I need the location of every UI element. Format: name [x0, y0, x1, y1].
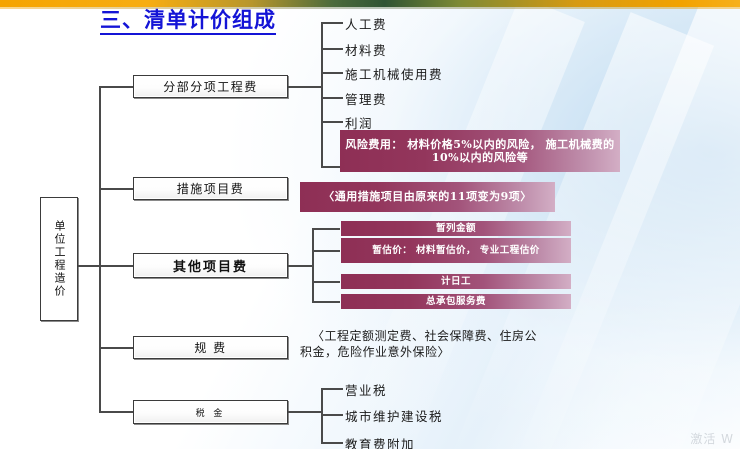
windows-activation-watermark: 激活 W [690, 432, 734, 446]
connector-fenbu-leaf-5 [321, 121, 343, 123]
connector-fenbu-leaf-3 [321, 72, 343, 74]
connector-fenbu-risk [321, 166, 343, 168]
connector-fenbu-out [288, 86, 322, 88]
connector-shuijin-bus [321, 388, 323, 444]
connector-spine-to-cuoshi [99, 188, 134, 190]
branch-label: 其他项目费 [172, 260, 248, 275]
connector-shuijin-out [288, 411, 322, 413]
connector-shuijin-leaf-3 [321, 442, 343, 444]
connector-fenbu-leaf-1 [321, 22, 343, 24]
top-banner-shadow [0, 7, 740, 9]
connector-spine-to-qita [99, 265, 134, 267]
branch-box-cuoshi: 措施项目费 [133, 177, 288, 200]
branch-label: 措施项目费 [176, 182, 245, 196]
branch-box-fenbufenxiang: 分部分项工程费 [133, 75, 288, 98]
connector-shuijin-leaf-2 [321, 414, 343, 416]
qita-child-zanliejine: 暂列金额 [341, 221, 571, 236]
branch-label: 税 金 [195, 408, 226, 419]
callout-cuoshi-note: 〈通用措施项目由原来的11项变为9项〉 [300, 182, 555, 212]
branch-label: 分部分项工程费 [163, 80, 258, 94]
connector-qita-out [288, 265, 313, 267]
note-guifei: 〈工程定额测定费、社会保障费、住房公积金，危险作业意外保险〉 [300, 329, 538, 360]
leaf-cailiaofei: 材料费 [345, 43, 388, 58]
branch-box-qita: 其他项目费 [133, 253, 288, 278]
leaf-jixieshiyongfei: 施工机械使用费 [345, 67, 444, 82]
connector-shuijin-leaf-1 [321, 388, 343, 390]
connector-fenbu-bus [321, 22, 323, 167]
connector-spine-to-shuijin [99, 411, 134, 413]
root-node-label: 单位工程造价 [53, 220, 66, 298]
leaf-guanlifei: 管理费 [345, 92, 388, 107]
branch-box-shuijin: 税 金 [133, 400, 288, 424]
connector-qita-child-4 [312, 301, 340, 303]
leaf-renggongfei: 人工费 [345, 17, 388, 32]
top-banner [0, 0, 740, 7]
qita-child-jirigong: 计日工 [341, 274, 571, 289]
leaf-chengshiweihushui: 城市维护建设税 [345, 409, 444, 424]
leaf-yingyeshui: 营业税 [345, 383, 388, 398]
connector-fenbu-leaf-2 [321, 48, 343, 50]
connector-main-spine [99, 87, 101, 412]
connector-qita-bus [312, 228, 314, 301]
connector-spine-to-fenbu [99, 86, 134, 88]
connector-qita-child-2 [312, 250, 340, 252]
qita-child-zangujia: 暂估价： 材料暂估价， 专业工程估价 [341, 238, 571, 263]
leaf-lirun: 利润 [345, 116, 374, 131]
leaf-jiaoyufeifujia: 教育费附加 [345, 437, 416, 449]
connector-qita-child-1 [312, 228, 340, 230]
connector-fenbu-leaf-4 [321, 97, 343, 99]
branch-label: 规 费 [194, 341, 227, 355]
branch-box-guifei: 规 费 [133, 336, 288, 359]
qita-child-zongchengbao: 总承包服务费 [341, 294, 571, 309]
connector-spine-to-guifei [99, 347, 134, 349]
root-node-unit-project-cost: 单位工程造价 [40, 197, 78, 321]
callout-risk-fee: 风险费用： 材料价格5%以内的风险， 施工机械费的10%以内的风险等 [340, 130, 620, 172]
connector-qita-child-3 [312, 281, 340, 283]
connector-root-stem [78, 265, 100, 267]
page-title: 三、清单计价组成 [100, 8, 276, 36]
